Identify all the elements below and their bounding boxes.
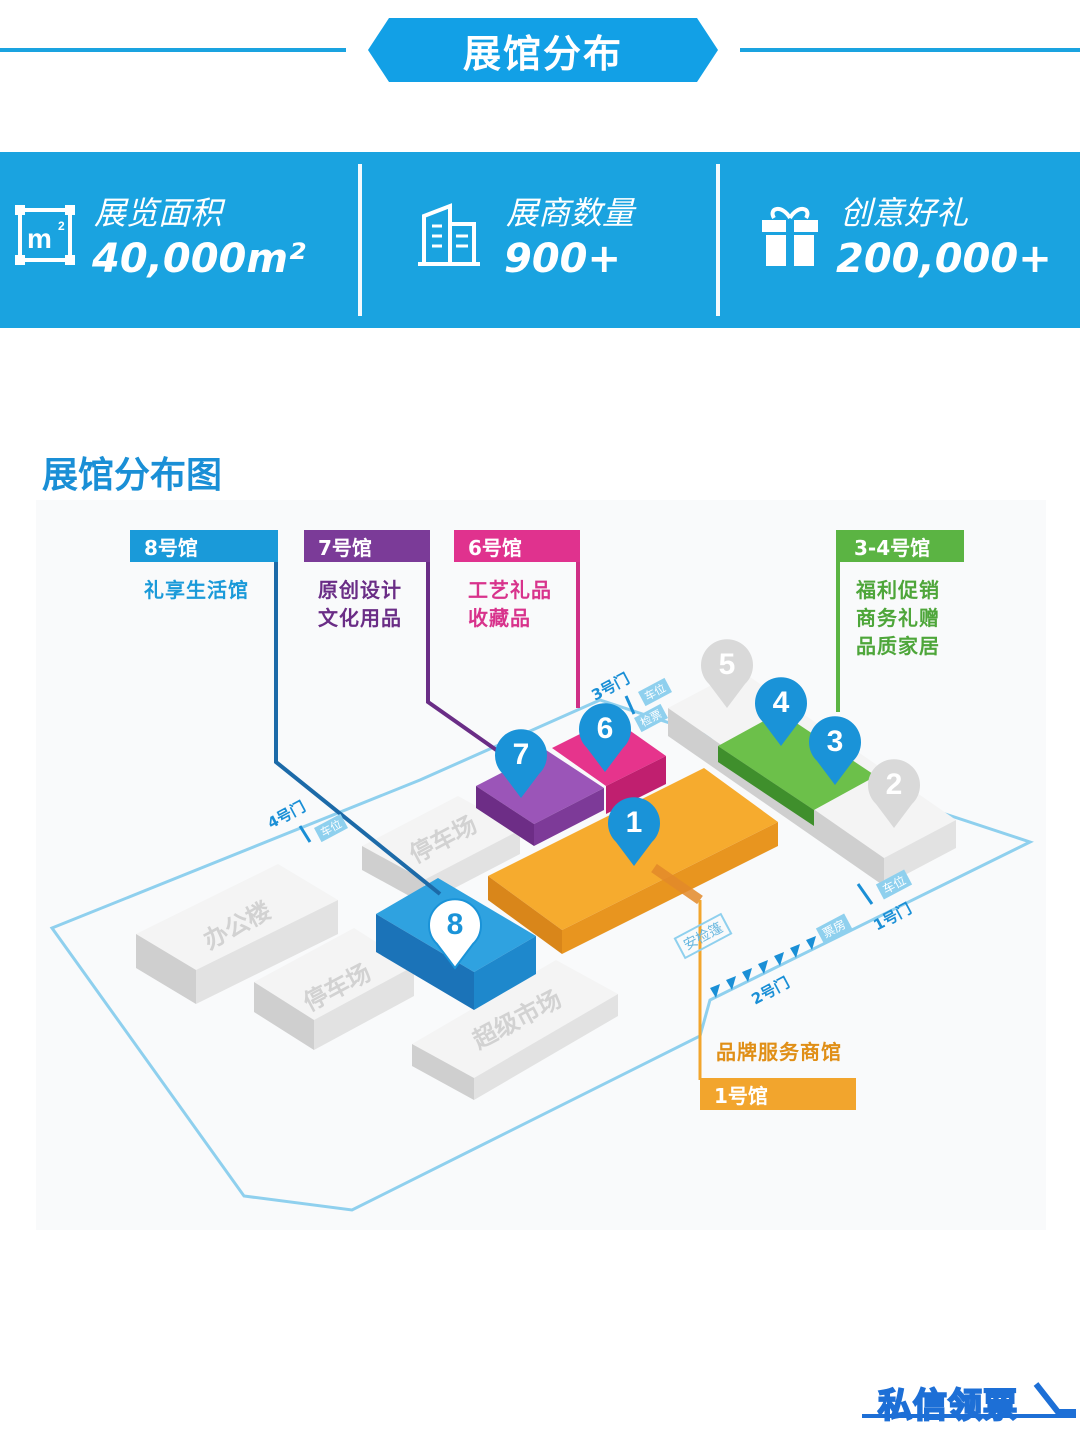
header-line-left: [0, 48, 346, 52]
hall-pin-number: 6: [596, 712, 614, 745]
hall-1-tag: 1号馆: [700, 1078, 856, 1110]
hall-pin-2[interactable]: 2: [866, 758, 922, 830]
hall-pin-number: 1: [625, 806, 643, 839]
map-pin-icon: [755, 677, 807, 746]
gate-1-arrow: [856, 883, 874, 905]
hall-pin-number: 3: [826, 725, 844, 758]
hall-7-block: [476, 750, 604, 846]
office-building: [136, 864, 338, 1004]
hall-pin-number: 5: [718, 648, 736, 681]
gate-2-arrows: [710, 936, 816, 998]
hall-pin-number: 4: [772, 686, 790, 719]
stat-area-value: 40,000m²: [92, 236, 306, 282]
stat-exhibitors-value: 900+: [504, 236, 622, 282]
map-title: 展馆分布图: [42, 455, 223, 496]
supermarket: [412, 960, 618, 1100]
stat-exhibitors-label: 展商数量: [506, 194, 635, 232]
cta-underline: [862, 1414, 1076, 1418]
hall-3-4-desc: 福利促销 商务礼赠 品质家居: [856, 578, 940, 658]
hall-pin-1[interactable]: 1: [606, 796, 662, 868]
map-pin-icon: [701, 639, 753, 708]
hall-1-desc: 品牌服务商馆: [716, 1040, 842, 1064]
hall-pin-5[interactable]: 5: [699, 638, 755, 710]
stat-gifts-value: 200,000+: [836, 236, 1052, 282]
map-pin-icon: [579, 703, 631, 772]
gift-icon: [762, 207, 818, 266]
hall-pin-number: 8: [446, 908, 464, 941]
section-title-banner: 展馆分布: [368, 18, 718, 82]
parking-lot-1: [254, 928, 414, 1050]
hall-8-desc: 礼享生活馆: [144, 578, 249, 602]
gate-3-arrow: [624, 695, 636, 715]
hall-pin-8[interactable]: 8: [427, 898, 483, 970]
stat-area-label: 展览面积: [94, 194, 223, 232]
map-pin-icon: [495, 729, 547, 798]
hall-pin-3[interactable]: 3: [807, 715, 863, 787]
hall-pin-number: 7: [512, 738, 530, 771]
stats-bar: m 2 展览面积 40,000m² 展商数量 900+ 创意好礼 200,000…: [0, 152, 1080, 328]
header-line-right: [740, 48, 1080, 52]
hall-3-4-block: [718, 712, 876, 826]
building-icon: [418, 203, 480, 266]
map-pin-icon: [428, 898, 482, 970]
area-m2-icon: m 2: [15, 205, 75, 265]
leader-hall-8: [274, 530, 442, 896]
hall-7-desc: 原创设计 文化用品: [318, 578, 402, 630]
hall-8-tag: 8号馆: [130, 530, 278, 562]
hall-pin-number: 2: [885, 768, 903, 801]
get-ticket-link[interactable]: 私信领票: [877, 1385, 1018, 1427]
hall-pin-7[interactable]: 7: [493, 728, 549, 800]
hall-7-tag: 7号馆: [304, 530, 430, 562]
map-pin-icon: [809, 716, 861, 785]
gate-4-arrow: [298, 825, 312, 843]
hall-3-4-tag: 3-4号馆: [840, 530, 964, 562]
site-boundary: [49, 698, 1034, 1212]
svg-text:m: m: [27, 223, 52, 254]
hall-pin-4[interactable]: 4: [753, 676, 809, 748]
leader-hall-7: [426, 530, 504, 756]
map-pin-icon: [608, 797, 660, 866]
hall-6-desc: 工艺礼品 收藏品: [468, 578, 552, 630]
stat-divider: [716, 164, 720, 316]
map-pin-icon: [868, 759, 920, 828]
stat-gifts-label: 创意好礼: [840, 194, 969, 232]
svg-text:2: 2: [58, 219, 65, 233]
stat-divider: [358, 164, 362, 316]
hall-6-tag: 6号馆: [454, 530, 580, 562]
hall-pin-6[interactable]: 6: [577, 702, 633, 774]
cta-arrow-icon[interactable]: [1032, 1380, 1078, 1418]
